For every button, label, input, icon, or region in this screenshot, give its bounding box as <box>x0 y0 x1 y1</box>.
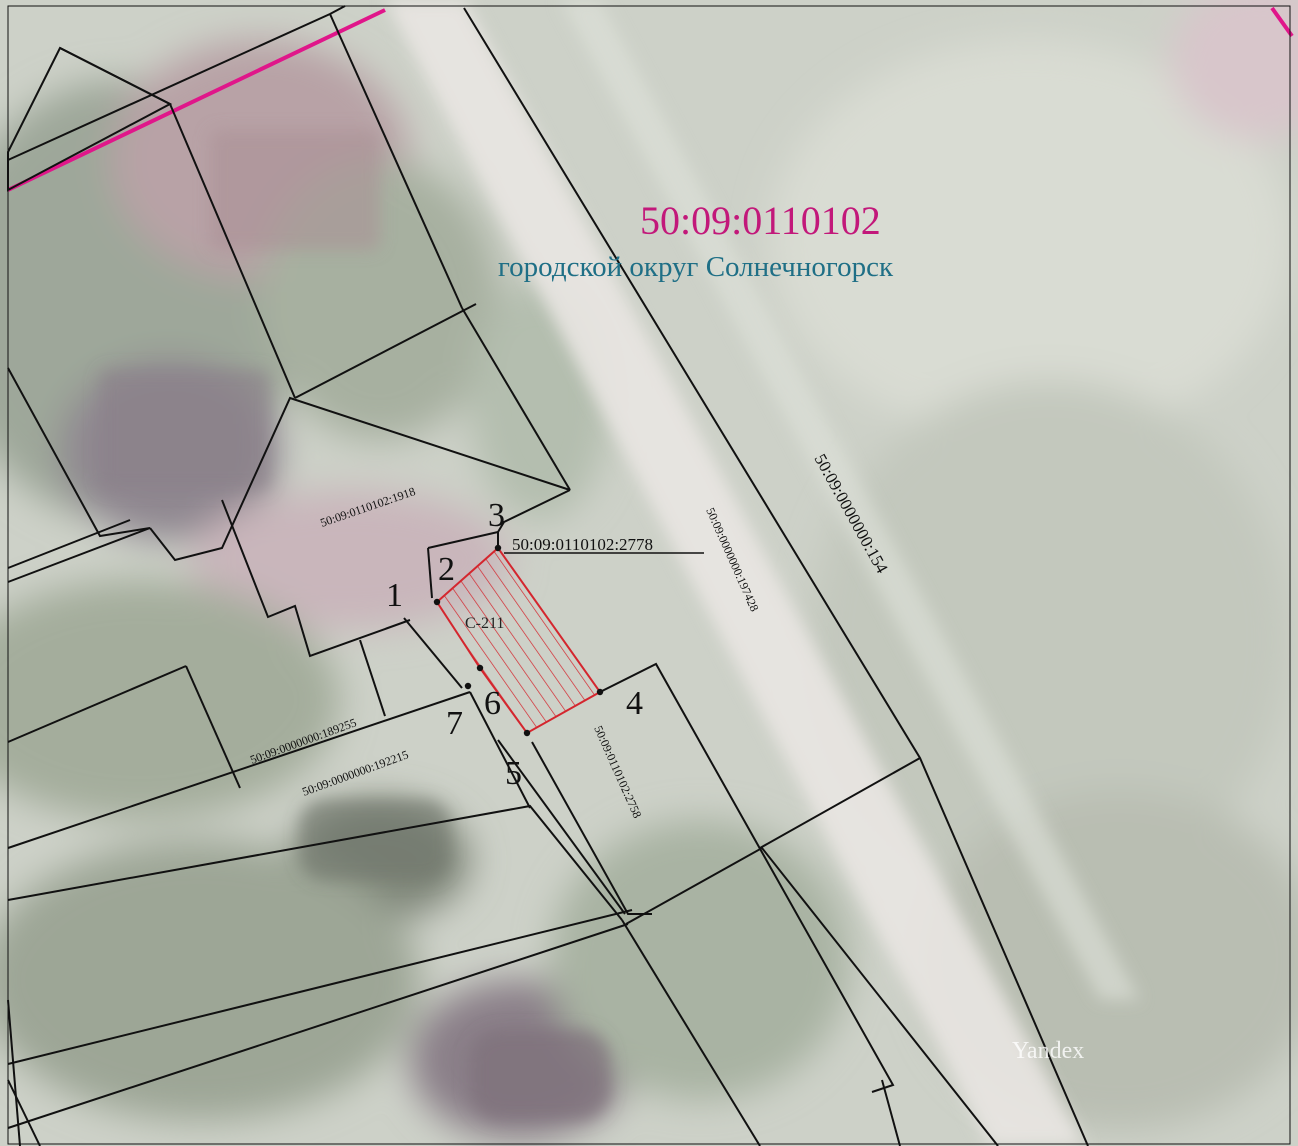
point-label-5: 5 <box>505 755 522 792</box>
cadastral-quarter-label: 50:09:0110102 <box>640 198 881 243</box>
quarter-boundary <box>7 6 1294 192</box>
district-label: городской округ Солнечногорск <box>498 251 894 283</box>
map-frame <box>7 5 1291 1145</box>
point-label-2: 2 <box>438 551 455 588</box>
target-plot-number: 50:09:0110102:2778 <box>512 535 653 554</box>
point-label-6: 6 <box>484 685 501 722</box>
point-label-1: 1 <box>386 577 403 614</box>
boundary-points <box>433 544 604 737</box>
yandex-watermark: Yandex <box>1012 1038 1084 1064</box>
point-label-4: 4 <box>626 685 643 722</box>
point-label-3: 3 <box>488 497 505 534</box>
target-zone-label: С-211 <box>465 615 504 632</box>
point-label-7: 7 <box>446 705 463 742</box>
